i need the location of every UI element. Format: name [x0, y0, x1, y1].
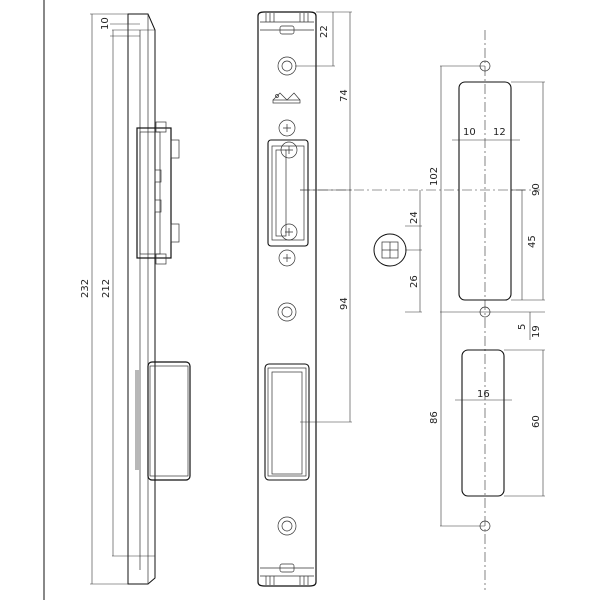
dim-10-cutout: 10 [463, 127, 476, 138]
front-view [257, 11, 317, 587]
side-view [127, 13, 191, 585]
dim-19: 19 [531, 325, 542, 338]
front-view-dimensions [295, 11, 352, 423]
dim-12: 12 [493, 127, 506, 138]
dim-74: 74 [339, 89, 350, 102]
dim-22: 22 [319, 25, 330, 38]
dim-212: 212 [101, 279, 112, 298]
adjust-screw-2 [280, 141, 298, 159]
dim-24: 24 [409, 211, 420, 224]
cutout-dimensions [440, 65, 545, 527]
dim-90: 90 [531, 183, 542, 196]
manufacturer-logo [272, 92, 301, 104]
dim-232: 232 [80, 279, 91, 298]
dim-60: 60 [531, 415, 542, 428]
dim-94: 94 [339, 297, 350, 310]
dim-10-side: 10 [100, 17, 111, 30]
dim-26: 26 [409, 275, 420, 288]
screw-hole-3 [277, 516, 297, 536]
adjust-screw-3 [280, 223, 298, 241]
square-hole-detail [373, 190, 422, 313]
adjust-screw-1 [278, 119, 296, 137]
dim-45: 45 [527, 235, 538, 248]
screw-hole-2 [277, 302, 297, 322]
dim-5: 5 [517, 324, 528, 330]
dim-102: 102 [429, 167, 440, 186]
dim-86: 86 [429, 411, 440, 424]
adjust-screw-4 [278, 249, 296, 267]
side-view-dimensions [90, 13, 155, 585]
cutout-template [300, 30, 540, 590]
screw-hole-1 [277, 56, 297, 76]
dim-16: 16 [477, 389, 490, 400]
adjustable-keep [267, 139, 309, 247]
